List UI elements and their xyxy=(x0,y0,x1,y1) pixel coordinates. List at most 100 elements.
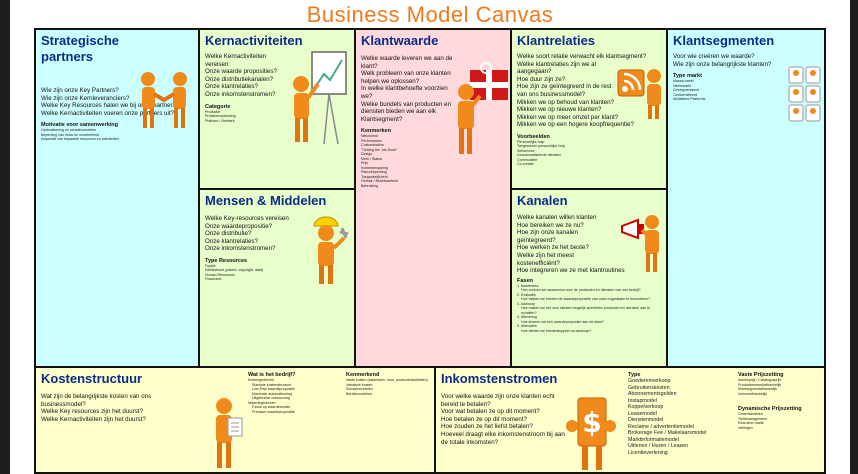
list-item: Volumeafhankelijk xyxy=(738,391,767,396)
list-item: Fysiek xyxy=(205,263,216,268)
list-item: Hoe leveren we een waardepropositie aan … xyxy=(521,319,604,324)
subheading: Voorbeelden xyxy=(517,133,550,140)
list-item: Bereikvoordelen xyxy=(346,391,372,396)
list-item: Productie xyxy=(205,109,221,114)
list-item: Risicobeperking xyxy=(361,170,387,175)
list-item: Selfservice xyxy=(517,148,535,153)
subheading: Type markt xyxy=(673,73,702,80)
list-item: 2. Evaluatie xyxy=(517,292,536,297)
list-item: Variabele kosten xyxy=(346,382,373,387)
question: Hoe zijn onze kanalen geïntegreerd? xyxy=(517,229,578,244)
dollar-figure-icon: $ xyxy=(566,397,616,470)
list-item: Co-creatie xyxy=(517,162,534,167)
block-revenue: Inkomstenstromen Voor welke waarde zijn … xyxy=(434,366,826,474)
subheading: Fasen xyxy=(517,277,533,284)
list-item: Beperking van risico en onzekerheid xyxy=(41,132,99,137)
list-item: Reclame / advertentiemodel xyxy=(628,423,694,430)
block-costs: Kostenstructuur Wat zijn de belangrijkst… xyxy=(34,366,436,474)
list-item: Kostengedreven xyxy=(248,378,275,382)
list-item: Gesegmenteerd xyxy=(673,88,699,93)
question: Hoe zijn ze geïntegreerd in de rest van … xyxy=(517,83,612,98)
list-item: Hoe bieden we klantensupport na aankoop? xyxy=(521,328,592,333)
list-item: Real-time-markt xyxy=(738,421,764,425)
block-heading: Klantrelaties xyxy=(517,33,596,48)
list-item: Persoonlijke hulp xyxy=(517,139,545,144)
list-item: Performance xyxy=(361,138,382,143)
list-item: Onderhandelen xyxy=(738,412,763,416)
question: Onze distributiekanalen? xyxy=(205,75,274,83)
list-item: Goederenverkoop xyxy=(628,378,671,384)
question: Welke bundels van producten en diensten … xyxy=(361,100,452,123)
block-segments: Klantsegmenten Voor wie creëren we waard… xyxy=(666,28,826,368)
question: Hoe zouden ze het liefst betalen? xyxy=(441,423,533,431)
list-item: Premium waardepropositie xyxy=(252,409,295,414)
list-item: Brokerage Fee / Makelaarsmodel xyxy=(628,430,707,436)
block-heading: Klantsegmenten xyxy=(673,33,775,48)
question: Welke waarde leveren we aan de klant? xyxy=(361,55,453,70)
subheading: Vaste Prijszetting xyxy=(738,372,784,378)
question: Onze waarde proposities? xyxy=(205,68,277,76)
page-title: Business Model Canvas xyxy=(306,2,554,27)
list-item: Low-Prijs waardepropositie xyxy=(252,387,296,391)
list-item: Vaste kosten (salarissen, huur, producti… xyxy=(346,378,428,382)
list-item: Koppelverkoop xyxy=(628,404,664,410)
list-item: Probleemoplossing xyxy=(205,114,236,119)
question: Welke soort relatie verwacht elk klantse… xyxy=(517,53,647,60)
question: Voor wie creëren we waarde? xyxy=(673,53,755,60)
question: Hoe duur zijn ze? xyxy=(517,75,566,83)
list-item: Veilingen xyxy=(738,425,753,430)
block-relations: Klantrelaties Welke soort relatie verwac… xyxy=(510,28,668,190)
clipboard-figure-icon xyxy=(216,398,243,468)
question: Hoe bereiken we ze nu? xyxy=(517,221,584,229)
question: Welke Kernactiviteiten zijn het duurst? xyxy=(41,415,146,423)
block-heading: Mensen & Middelen xyxy=(205,193,327,208)
subheading: Type xyxy=(628,372,641,378)
list-item: 4. Aflevering xyxy=(517,315,537,320)
list-item: Merk / Status xyxy=(361,156,383,161)
worker-wrench-figure-icon xyxy=(313,216,349,284)
list-item: Design xyxy=(361,152,373,157)
question: Wie zijn onze belangrijkste klanten? xyxy=(673,60,772,68)
list-item: Leasemodel xyxy=(628,410,657,417)
question: Wat zijn de belangrijkste kosten van ons… xyxy=(41,393,152,408)
list-item: Multisided Platforms xyxy=(673,97,706,102)
question: Hoe werken ze het beste? xyxy=(517,244,589,252)
list-item: Toegankelijkheid xyxy=(361,174,388,179)
subheading: Kenmerkend xyxy=(346,372,380,378)
question: Hoe betalen ze op dit moment? xyxy=(441,415,527,423)
block-heading: Kostenstructuur xyxy=(41,371,143,386)
list-item: Prijs xyxy=(361,161,368,166)
subheading: Kenmerken xyxy=(361,128,391,135)
block-activities: Kernactiviteiten Welke Kernactiviteiten … xyxy=(198,28,356,190)
question: Onze inkomstenstromen? xyxy=(205,90,276,98)
question: Hoe integreren we ze met klantroutines xyxy=(517,267,625,275)
rss-figure-icon xyxy=(617,69,661,119)
canvas-page: Business Model Canvas Strategische partn… xyxy=(10,0,850,474)
left-margin xyxy=(0,0,10,474)
subheading: Motivatie voor samenwerking xyxy=(41,122,119,129)
list-item: Bebruiking xyxy=(361,183,378,188)
question: Welke Key-resources vereisen xyxy=(205,215,289,222)
question: Welke Kernactiviteiten voeren onze partn… xyxy=(41,109,174,117)
list-item: Geautomatiseerde diensten xyxy=(517,153,562,158)
segments-grid-icon xyxy=(788,66,821,122)
list-item: Gemak / Bruikbaarheid xyxy=(361,179,398,184)
list-item: Acquisitie van bepaalde resources en act… xyxy=(41,137,119,142)
list-item: Toegewezen persoonlijke hulp xyxy=(517,144,566,149)
question: Welke klantrelaties zijn we al aangegaan… xyxy=(517,60,596,76)
list-item: Abonnementsgelden xyxy=(628,391,677,397)
list-item: Dienstenmodel xyxy=(628,417,664,423)
question: Wie zijn onze Key Partners? xyxy=(41,87,119,94)
question: Welk probleem van onze klanten helpen we… xyxy=(361,70,451,85)
list-item: Instapmodel xyxy=(628,397,657,404)
block-heading: Kernactiviteiten xyxy=(205,33,303,48)
question: Welke kanalen willen klanten xyxy=(517,214,597,221)
list-item: "Getting the Job Done" xyxy=(361,147,398,152)
list-item: Uitgebreide outsourcing xyxy=(252,396,290,400)
question: Onze inkomstenstromen? xyxy=(205,245,276,253)
question: Voor wat betalen ze op dit moment? xyxy=(441,408,540,416)
list-item: Intellectueel (patent, copyright, data) xyxy=(205,268,264,273)
megaphone-figure-icon xyxy=(621,215,659,272)
list-item: Uitlenen / Huren / Leasen xyxy=(628,443,689,449)
question: Welke Key resources zijn het duurst? xyxy=(41,408,144,416)
